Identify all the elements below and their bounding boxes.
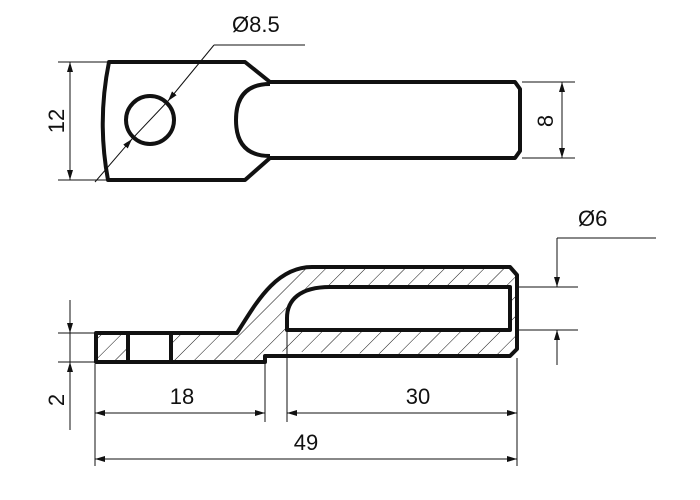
- hole-dim-arrow-lower: [94, 138, 133, 183]
- hole-dim-arrow-upper: [167, 44, 215, 102]
- lug-outline-section: [94, 265, 519, 364]
- overall-length-label: 49: [294, 430, 318, 455]
- section-hatch: [96, 267, 517, 362]
- width-label: 12: [44, 109, 69, 133]
- hole-dim-line: [131, 100, 169, 140]
- plate-length-label: 18: [170, 384, 194, 409]
- top-view: Ø8.5 12 8: [44, 12, 575, 183]
- tube-width-label: 8: [533, 115, 558, 127]
- hole-diameter-label: Ø8.5: [232, 12, 280, 37]
- bore-diameter-label: Ø6: [578, 206, 607, 231]
- tube-edge: [234, 82, 271, 158]
- bore-depth-label: 30: [406, 384, 430, 409]
- plate-thickness-label: 2: [44, 394, 69, 406]
- lug-outline-top: [100, 60, 522, 182]
- mounting-hole: [124, 94, 176, 146]
- section-view: 2 Ø6 18 30 49: [44, 206, 656, 466]
- bore-outline: [285, 285, 512, 332]
- plate-hole-section: [126, 331, 173, 364]
